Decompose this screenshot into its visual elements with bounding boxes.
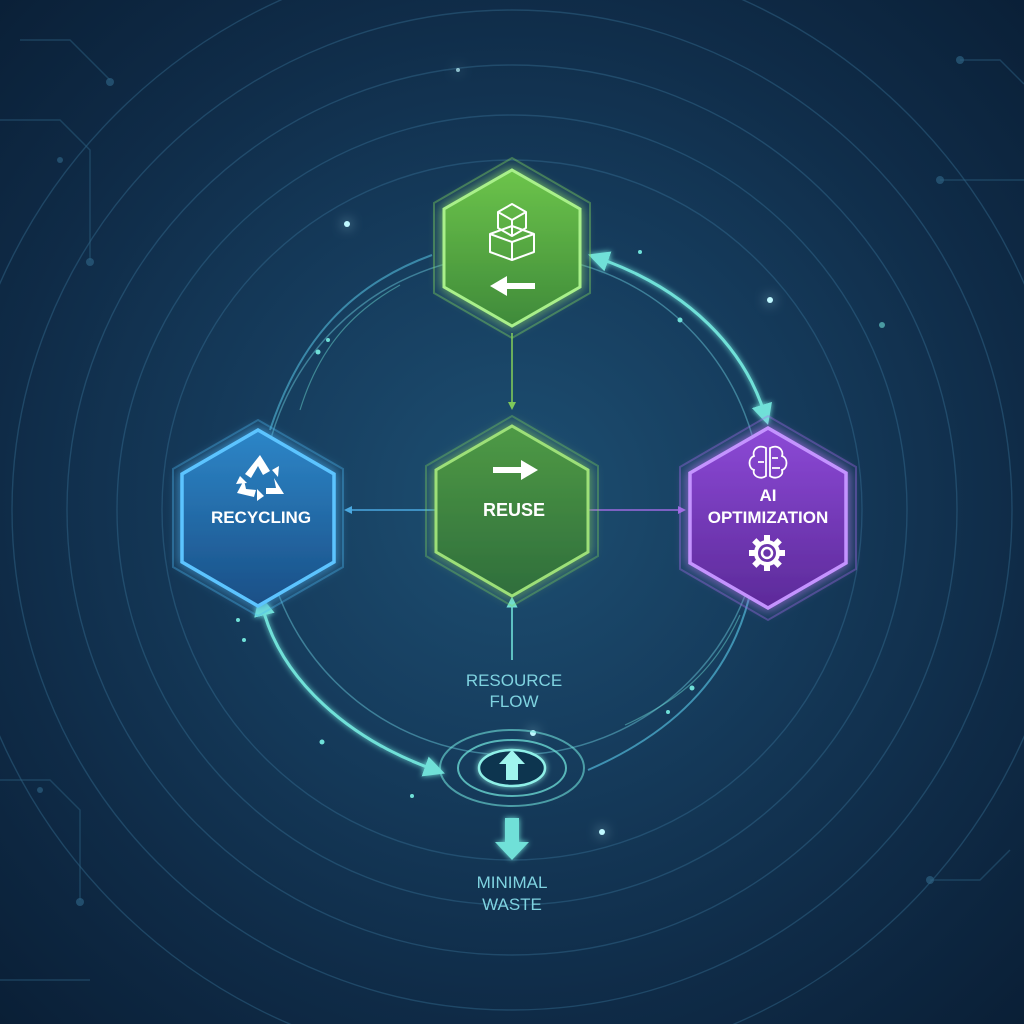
node-recycling-label: RECYCLING xyxy=(211,508,311,527)
circuit-nodes xyxy=(37,56,964,906)
resource-flow-label-line2: FLOW xyxy=(489,692,538,711)
flow-arc-recycling-to-top xyxy=(269,254,433,431)
arrow-left-icon xyxy=(490,276,535,296)
node-reuse-label: REUSE xyxy=(483,500,545,520)
node-reuse[interactable]: REUSE xyxy=(425,414,599,608)
arrow-right-icon xyxy=(493,460,538,480)
circuit-traces xyxy=(0,39,1024,981)
minimal-waste-label-line2: WASTE xyxy=(482,895,542,914)
inner-arc-right xyxy=(624,614,741,726)
flow-arc-top-to-ai xyxy=(588,251,772,426)
node-top-reuse-source[interactable] xyxy=(433,156,591,340)
minimal-waste-label-line1: MINIMAL xyxy=(477,873,548,892)
flow-arc-bottom-to-recycling xyxy=(254,594,445,777)
resource-flow-label-line1: RESOURCE xyxy=(466,671,562,690)
orbit-dots xyxy=(236,250,885,798)
node-recycling[interactable]: RECYCLING xyxy=(172,418,344,618)
node-ai-optimization[interactable]: AI OPTIMIZATION xyxy=(679,414,857,622)
brain-icon xyxy=(748,445,788,479)
inner-arc-left xyxy=(299,284,401,411)
arrow-down-icon xyxy=(495,818,529,860)
node-ai-label-line2: OPTIMIZATION xyxy=(708,508,829,527)
box-stack-icon xyxy=(489,203,535,261)
recycle-icon xyxy=(236,455,284,501)
arrow-up-icon xyxy=(499,750,525,780)
gear-icon xyxy=(749,535,785,571)
resource-flow-hub[interactable] xyxy=(439,729,585,807)
node-ai-label-line1: AI xyxy=(760,486,777,505)
flow-arc-ai-to-bottom xyxy=(587,584,753,771)
